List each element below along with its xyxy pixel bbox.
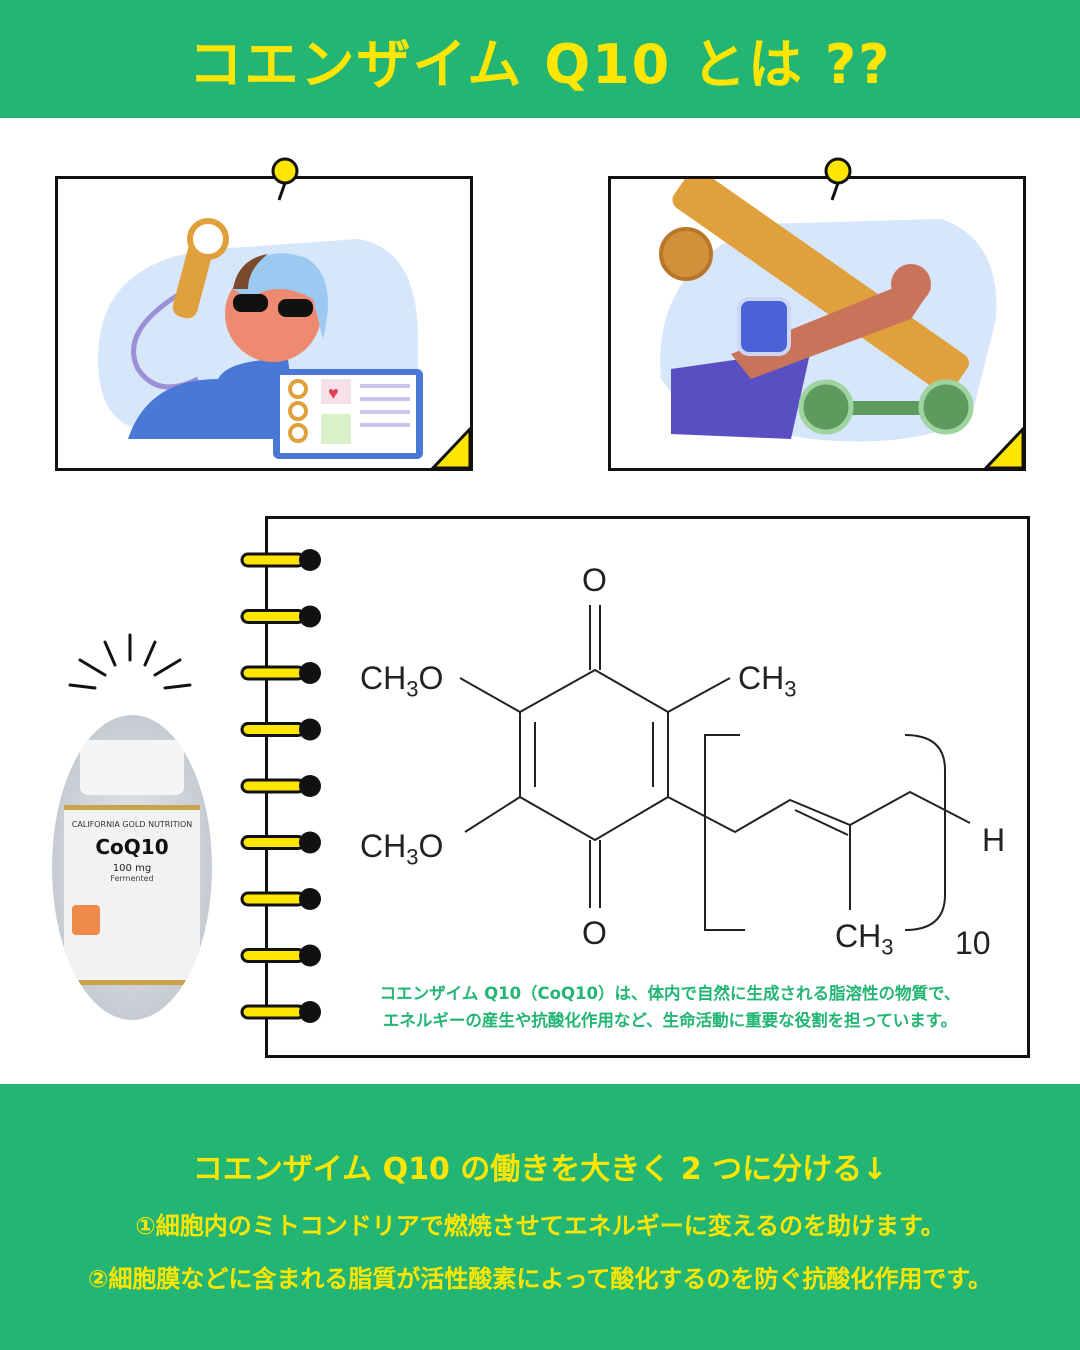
supplement-bottle-photo: CALIFORNIA GOLD NUTRITION CoQ10 100 mg F… bbox=[52, 715, 212, 1020]
header-banner: コエンザイム Q10 とは ?? bbox=[0, 0, 1080, 118]
notebook-panel bbox=[265, 516, 1030, 1058]
pin-icon bbox=[271, 157, 299, 201]
ring bbox=[240, 888, 321, 910]
ring bbox=[240, 775, 321, 797]
ring bbox=[240, 549, 321, 571]
description-line-2: エネルギーの産生や抗酸化作用など、生命活動に重要な役割を担っています。 bbox=[382, 1011, 958, 1030]
illustration-card-health: ♥ bbox=[55, 176, 473, 471]
footer-heading: コエンザイム Q10 の働きを大きく 2 つに分ける↓ bbox=[192, 1152, 888, 1187]
bottle-dose: 100 mg bbox=[112, 863, 152, 874]
pin-icon bbox=[824, 157, 852, 201]
methyl-chain: CH3 bbox=[835, 918, 894, 960]
description-line-1: コエンザイム Q10（CoQ10）は、体内で自然に生成される脂溶性の物質で、 bbox=[379, 984, 961, 1003]
footer-point-2: ②細胞膜などに含まれる脂質が活性酸素によって酸化するのを防ぐ抗酸化作用です。 bbox=[88, 1265, 992, 1293]
illustration-card-fitness bbox=[608, 169, 1026, 471]
svg-text:♥: ♥ bbox=[328, 383, 339, 403]
health-monitor-illustration: ♥ bbox=[98, 218, 472, 470]
ring bbox=[240, 944, 321, 967]
bottle-product: CoQ10 bbox=[95, 835, 169, 859]
ring bbox=[240, 831, 321, 854]
oxygen-top: O bbox=[582, 562, 607, 598]
methyl-right: CH3 bbox=[738, 660, 797, 702]
footer-banner: コエンザイム Q10 の働きを大きく 2 つに分ける↓ ①細胞内のミトコンドリア… bbox=[0, 1084, 1080, 1350]
repeat-count: 10 bbox=[955, 925, 991, 961]
page-title: コエンザイム Q10 とは ?? bbox=[188, 32, 892, 96]
methoxy-bottom: CH3O bbox=[360, 828, 444, 870]
ring bbox=[240, 662, 321, 684]
ring bbox=[240, 605, 321, 628]
fitness-illustration bbox=[659, 169, 1025, 470]
description: コエンザイム Q10（CoQ10）は、体内で自然に生成される脂溶性の物質で、 エ… bbox=[300, 980, 1040, 1034]
footer-point-1: ①細胞内のミトコンドリアで燃焼させてエネルギーに変えるのを助けます。 bbox=[135, 1212, 945, 1240]
bottle-type: Fermented bbox=[110, 874, 154, 883]
oxygen-bottom: O bbox=[582, 915, 607, 951]
ring bbox=[240, 718, 321, 741]
methoxy-top: CH3O bbox=[360, 660, 444, 702]
coq10-structure bbox=[459, 605, 971, 931]
burst-lines-icon bbox=[68, 633, 192, 690]
bottle-brand: CALIFORNIA GOLD NUTRITION bbox=[71, 820, 193, 829]
notebook-rings bbox=[240, 549, 321, 1023]
ring bbox=[240, 1001, 321, 1023]
hydrogen: H bbox=[982, 822, 1006, 858]
